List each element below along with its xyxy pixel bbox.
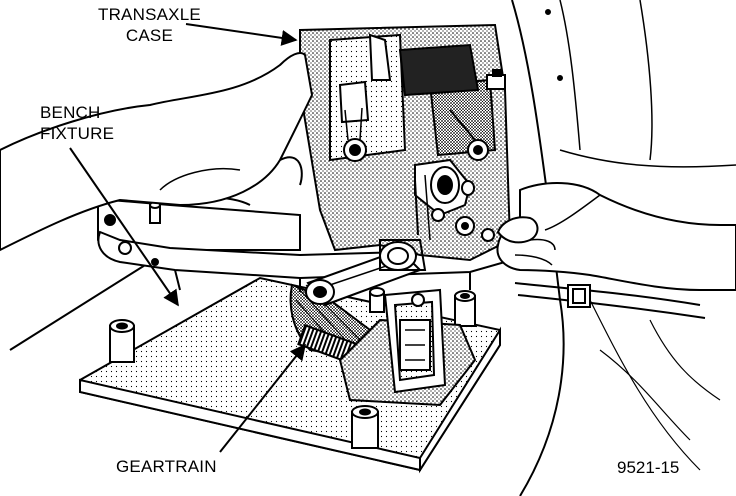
label-geartrain: GEARTRAIN	[116, 457, 217, 476]
label-bench-fixture-line1: BENCH	[40, 103, 101, 122]
right-hand	[496, 182, 736, 291]
mechanic-figure	[511, 0, 736, 496]
label-transaxle-case-line2: CASE	[125, 26, 173, 45]
label-bench-fixture: BENCH FIXTURE	[40, 102, 114, 144]
figure-number: 9521-15	[617, 458, 680, 477]
post-front-center	[351, 405, 379, 449]
workbench-edge	[9, 261, 151, 351]
fixture-posts	[109, 287, 476, 449]
left-hand	[0, 52, 314, 252]
callout-leaders	[69, 23, 306, 453]
leader-transaxle-case	[185, 23, 298, 46]
geartrain-assembly	[289, 283, 477, 407]
label-transaxle-case-line1: TRANSAXLE	[98, 5, 201, 24]
post-back-right	[454, 290, 476, 327]
leader-bench-fixture	[69, 147, 179, 307]
post-back-center	[369, 287, 385, 313]
post-front-left	[109, 319, 135, 363]
support-arm	[305, 239, 427, 307]
label-bench-fixture-line2: FIXTURE	[40, 124, 115, 143]
label-transaxle-case: TRANSAXLE CASE	[98, 4, 201, 46]
leader-geartrain	[219, 343, 306, 453]
transaxle-case	[299, 23, 512, 262]
